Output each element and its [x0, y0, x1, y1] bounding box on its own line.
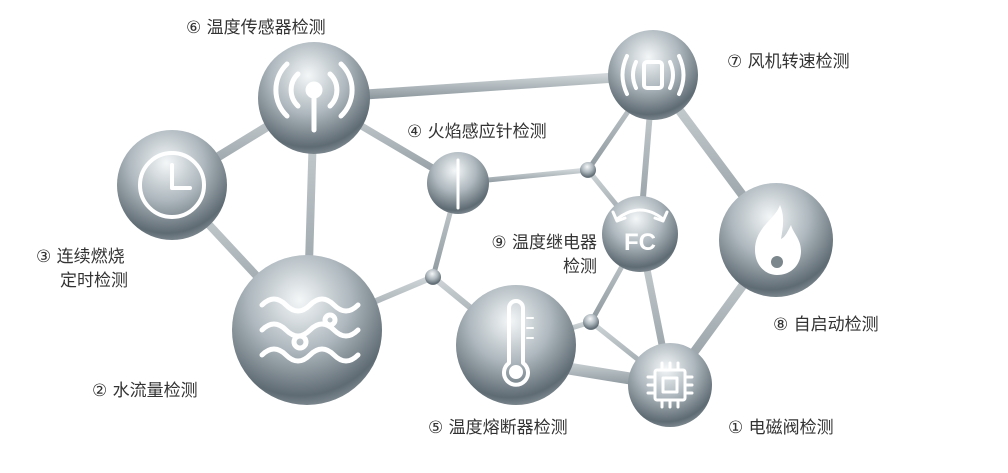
node-temperature-sensor — [258, 42, 370, 154]
rotate-arrows-icon — [611, 208, 669, 223]
label-n3-line1: ③ 连续燃烧 — [36, 247, 125, 267]
fc-icon-text: FC — [624, 229, 656, 256]
label-n1: ① 电磁阀检测 — [728, 418, 834, 438]
label-n3-line2: 定时检测 — [60, 271, 128, 291]
labels: ⑥ 温度传感器检测 ⑦ 风机转速检测 ④ 火焰感应针检测 ③ 连续燃烧 定时检测… — [36, 18, 879, 438]
joint-node — [425, 269, 441, 285]
label-n2: ② 水流量检测 — [92, 381, 198, 401]
node-water-flow — [232, 255, 382, 405]
thermometer-icon — [502, 299, 534, 387]
node-flame-sensing-needle — [427, 152, 489, 214]
water-waves-icon — [259, 296, 361, 364]
node-fan-speed — [608, 30, 698, 120]
node-thermal-fuse — [456, 285, 576, 405]
label-n9-line1: ⑨ 温度继电器 — [491, 233, 597, 253]
label-n6: ⑥ 温度传感器检测 — [186, 18, 326, 38]
vibration-icon — [620, 54, 686, 96]
joints — [425, 162, 599, 330]
label-n5: ⑤ 温度熔断器检测 — [428, 418, 568, 438]
clock-icon — [138, 151, 206, 219]
joint-node — [580, 162, 596, 178]
signal-antenna-icon — [273, 61, 355, 133]
flame-icon — [755, 205, 801, 275]
node-temperature-relay: FC — [602, 196, 678, 272]
joint-node — [583, 314, 599, 330]
label-n8: ⑧ 自启动检测 — [773, 315, 879, 335]
node-continuous-burn-timer — [117, 130, 227, 240]
label-n9-line2: 检测 — [563, 257, 597, 277]
node-solenoid-valve — [628, 343, 712, 427]
label-n4: ④ 火焰感应针检测 — [407, 122, 547, 142]
node-auto-start — [719, 183, 833, 297]
chip-icon — [646, 361, 694, 409]
label-n7: ⑦ 风机转速检测 — [727, 52, 850, 72]
